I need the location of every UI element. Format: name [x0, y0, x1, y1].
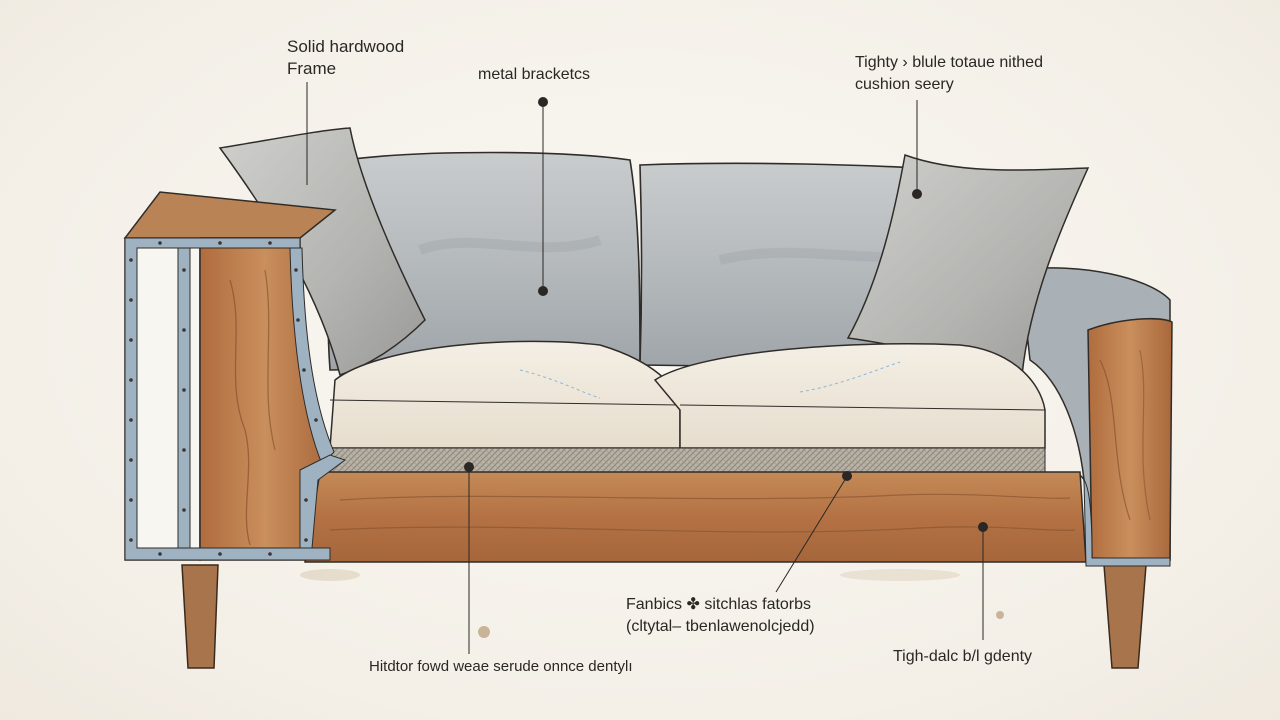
label-cushion-line1: Tighty › blule totaue nithed: [855, 54, 1043, 71]
label-frame-line1: Solid hardwood: [287, 37, 405, 56]
label-cushion: Tighty › blule totaue nithed cushion see…: [855, 52, 1043, 96]
label-bottom: Hitdtor fowd weae serude onnce dentylı: [369, 656, 633, 678]
label-fabrics-line1: Fanbics ✤ sitchlas fatorbs: [626, 596, 812, 613]
label-right-text: Tigh-dalc b/l gdenty: [893, 648, 1033, 665]
sofa-legs: [181, 564, 1147, 669]
label-right: Tigh-dalc b/l gdenty: [893, 646, 1032, 668]
left-frame: [123, 191, 347, 561]
paint-splotches: [478, 611, 1004, 638]
label-fabrics-line2: (cltytal– tbenlawenolcjedd): [626, 618, 815, 635]
callout-lines: [306, 82, 988, 654]
webbing-strip: [329, 447, 1046, 473]
label-solid-hardwood-frame: Solid hardwood Frame: [287, 36, 404, 80]
right-metal-trim: [1079, 474, 1171, 567]
seat-cushions: [329, 340, 1046, 449]
front-rail: [304, 471, 1087, 563]
label-frame-line2: Frame: [287, 59, 337, 78]
right-arm: [1019, 267, 1173, 561]
label-metal-brackets: metal bracketcs: [478, 64, 590, 86]
label-cushion-line2: cushion seery: [855, 76, 954, 93]
label-metal-text: metal bracketcs: [478, 66, 591, 83]
label-bottom-text: Hitdtor fowd weae serude onnce dentylı: [369, 658, 633, 675]
label-fabrics: Fanbics ✤ sitchlas fatorbs (cltytal– tbe…: [626, 594, 815, 638]
